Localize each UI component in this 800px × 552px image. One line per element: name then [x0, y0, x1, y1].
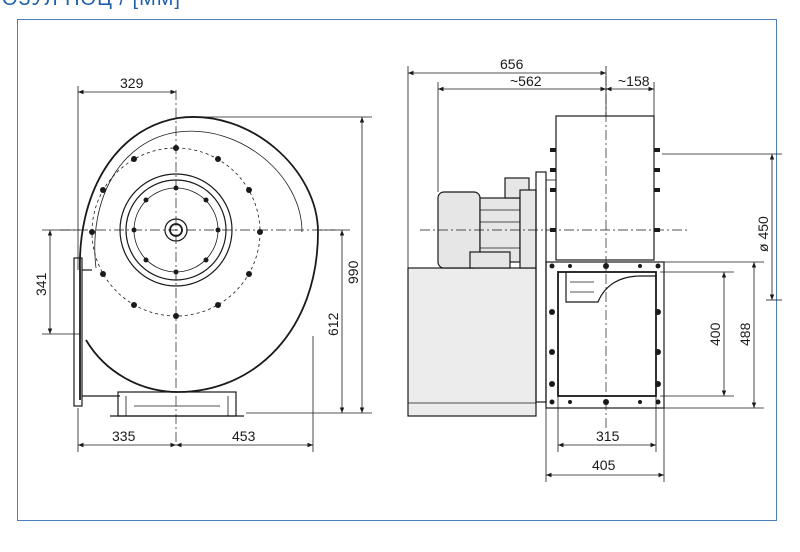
scroll-inner-edge — [94, 130, 303, 269]
motor-foot — [469, 251, 511, 269]
impeller-view — [565, 272, 656, 303]
flange-bolts — [89, 145, 263, 319]
front-stand — [117, 391, 237, 417]
inlet-cylinder — [555, 115, 655, 261]
drawing-frame — [17, 19, 777, 521]
side-dimensions: 656 ~562 ~158 ø 450 400 488 315 405 — [407, 56, 782, 482]
dim-front-335: 335 — [112, 428, 136, 444]
outlet-bolts — [549, 263, 661, 405]
outlet-flange-outer — [545, 261, 665, 409]
side-housing-block — [407, 267, 537, 417]
scroll-housing — [79, 116, 319, 400]
dim-inlet-diameter: ø 450 — [755, 216, 771, 252]
dim-front-990: 990 — [345, 260, 361, 284]
dim-outlet-488: 488 — [737, 322, 753, 346]
inlet-bolts — [550, 148, 660, 232]
front-dimensions: 329 341 990 612 335 453 — [33, 75, 372, 452]
dim-outlet-405: 405 — [592, 457, 616, 473]
dim-side-158: ~158 — [618, 73, 650, 89]
side-plate — [535, 171, 547, 403]
dim-front-612: 612 — [325, 312, 341, 336]
dim-side-562: ~562 — [510, 73, 542, 89]
outlet-opening — [557, 271, 657, 397]
motor-flange — [519, 189, 537, 269]
dim-side-656: 656 — [500, 56, 524, 72]
dim-outlet-315: 315 — [596, 428, 620, 444]
side-view — [407, 76, 690, 430]
dim-front-329: 329 — [120, 75, 144, 91]
dim-outlet-400: 400 — [707, 322, 723, 346]
page-header: ОЗУЛ ПОЦ / [ММ] — [2, 0, 181, 11]
dim-front-453: 453 — [232, 428, 256, 444]
dim-front-341: 341 — [33, 272, 49, 296]
front-view — [60, 90, 335, 445]
